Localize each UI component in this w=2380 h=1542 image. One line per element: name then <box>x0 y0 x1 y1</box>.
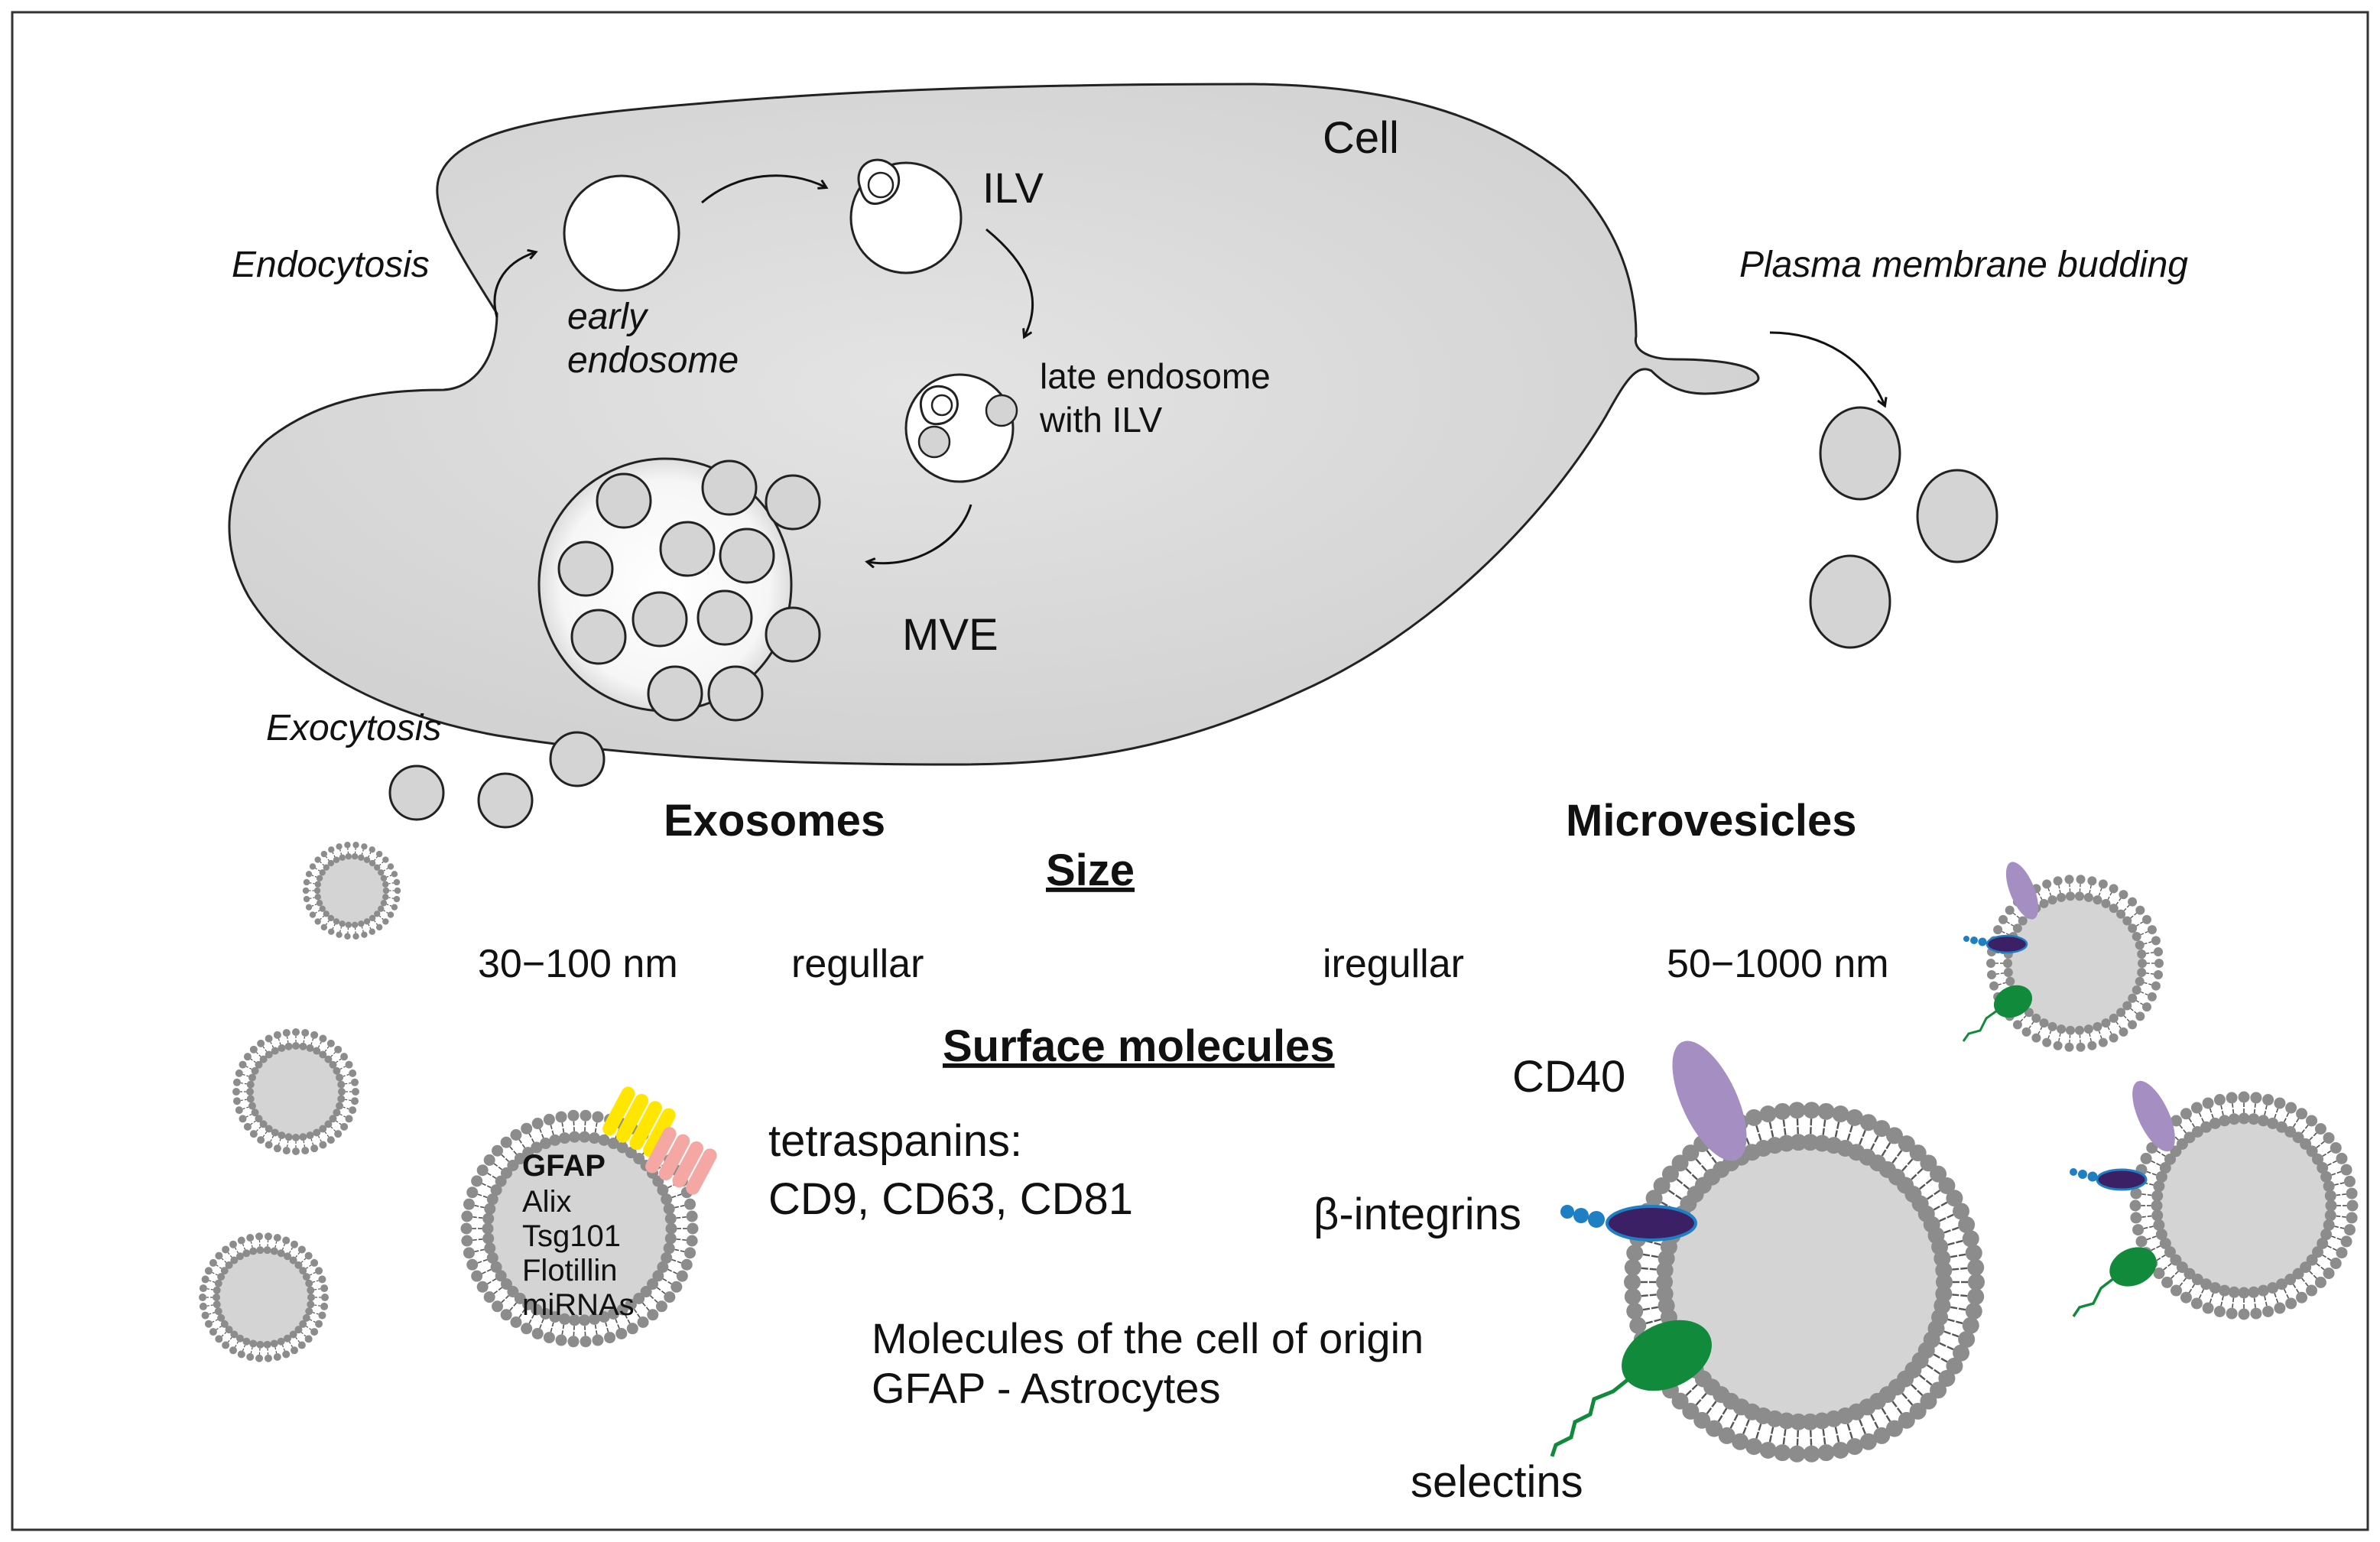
exosomes-heading: Exosomes <box>664 796 885 846</box>
cell-title: Cell <box>1323 113 1399 163</box>
microvesicle-large <box>1624 1102 1985 1462</box>
tetraspanins-label: tetraspanins: <box>768 1116 1022 1166</box>
early-endosome-label-2: endosome <box>567 340 739 381</box>
size-heading: Size <box>1046 846 1135 895</box>
exocytosed-vesicles <box>388 731 606 829</box>
exosome-size: 30−100 nm <box>478 942 678 986</box>
ilv-to-late-arrow <box>985 228 1034 336</box>
surface-molecules-heading: Surface molecules <box>943 1021 1335 1071</box>
cell: Cell Endocytosis early endosome ILV late… <box>228 83 2188 766</box>
cargo-mirnas: miRNAs <box>522 1288 635 1322</box>
origin-gfap-label: GFAP - Astrocytes <box>872 1364 1220 1412</box>
cd40-protein <box>1672 1040 1747 1161</box>
late-endosome-label-1: late endosome <box>1040 356 1271 396</box>
small-microvesicle-proteins-right <box>2070 1080 2175 1317</box>
late-to-mve-arrow <box>868 504 972 563</box>
tetraspanin-yellow <box>602 1086 676 1157</box>
late-endosome <box>904 373 1018 483</box>
cargo-tsg101: Tsg101 <box>522 1219 621 1253</box>
cargo-alix: Alix <box>522 1185 571 1219</box>
exosome-shape: regullar <box>791 942 924 986</box>
microvesicle-top <box>1986 875 2164 1052</box>
exocytosis-label: Exocytosis <box>266 708 441 748</box>
large-microvesicle-proteins <box>1550 1040 1747 1457</box>
microvesicle-size: 50−1000 nm <box>1667 942 1889 986</box>
plasma-membrane-budding-label: Plasma membrane budding <box>1739 245 2188 285</box>
figure-frame <box>11 11 2369 1531</box>
cd40-label: CD40 <box>1512 1052 1625 1102</box>
early-to-ilv-arrow <box>701 174 826 204</box>
ilv-label: ILV <box>982 164 1044 212</box>
budding-arrow <box>1769 331 1885 405</box>
exosome-left-1 <box>232 1028 359 1155</box>
tetraspanins-list: CD9, CD63, CD81 <box>768 1174 1133 1224</box>
exosome-small-top <box>302 842 401 940</box>
multivesicular-endosome <box>537 457 821 722</box>
microvesicle-right <box>2129 1091 2359 1320</box>
endocytosis-arrow <box>493 252 535 318</box>
cargo-gfap: GFAP <box>522 1149 606 1183</box>
early-endosome-label-1: early <box>567 297 649 337</box>
microvesicles-heading: Microvesicles <box>1566 796 1856 846</box>
endocytosis-label: Endocytosis <box>232 245 430 285</box>
beta-integrins-label: β-integrins <box>1313 1190 1521 1239</box>
origin-molecules-label: Molecules of the cell of origin <box>872 1314 1424 1362</box>
small-microvesicle-proteins-top <box>1962 862 2039 1042</box>
late-endosome-label-2: with ILV <box>1039 400 1163 440</box>
beta-integrin-protein <box>1560 1205 1697 1242</box>
tetraspanin-pink <box>645 1127 717 1195</box>
microvesicle-shape: iregullar <box>1323 942 1464 986</box>
mve-label: MVE <box>902 610 998 660</box>
ilv-endosome <box>849 158 963 274</box>
exosome-left-2 <box>199 1232 329 1362</box>
budded-microvesicles <box>1809 406 1998 649</box>
cargo-flotillin: Flotillin <box>522 1254 617 1287</box>
selectin-protein <box>1550 1320 1712 1457</box>
selectins-label: selectins <box>1411 1457 1583 1507</box>
early-endosome <box>563 174 680 292</box>
